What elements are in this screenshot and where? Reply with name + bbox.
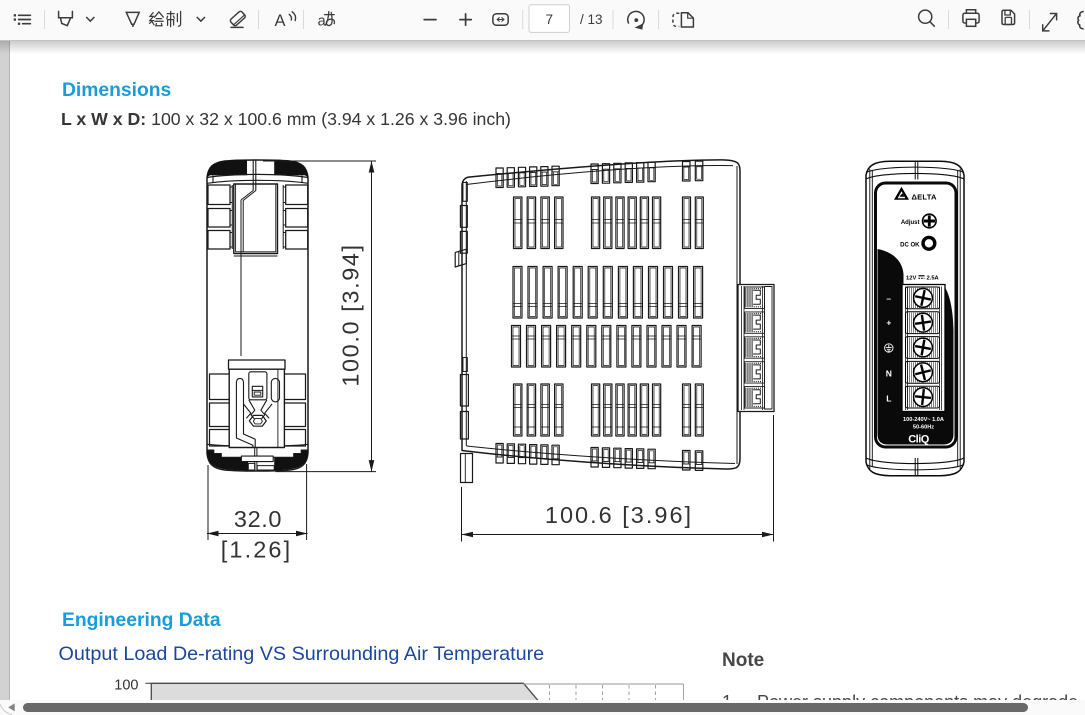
- svg-text:CliQ: CliQ: [908, 434, 930, 446]
- svg-text:32.0: 32.0: [234, 506, 282, 532]
- svg-text:100.6 [3.96]: 100.6 [3.96]: [545, 502, 693, 528]
- svg-text:7: 7: [545, 12, 553, 27]
- svg-text:100: 100: [114, 678, 138, 694]
- svg-text:L: L: [886, 394, 891, 404]
- svg-text:100-240V~ 1.0A: 100-240V~ 1.0A: [903, 417, 944, 423]
- svg-text:50-60Hz: 50-60Hz: [913, 425, 934, 431]
- svg-text:ΔELTA: ΔELTA: [912, 193, 937, 202]
- svg-text:/ 13: / 13: [580, 12, 603, 27]
- svg-text:Adjust: Adjust: [901, 220, 920, 226]
- svg-text:12V: 12V: [906, 276, 916, 282]
- svg-text:2.5A: 2.5A: [927, 276, 940, 282]
- svg-text:–: –: [886, 294, 891, 304]
- svg-text:N: N: [886, 369, 892, 379]
- svg-text:DC OK: DC OK: [900, 243, 920, 249]
- svg-text:+: +: [886, 318, 891, 328]
- svg-text:100.0 [3.94]: 100.0 [3.94]: [338, 243, 364, 386]
- svg-text:A: A: [275, 12, 286, 30]
- svg-text:[1.26]: [1.26]: [221, 537, 292, 563]
- svg-text:a: a: [318, 14, 327, 30]
